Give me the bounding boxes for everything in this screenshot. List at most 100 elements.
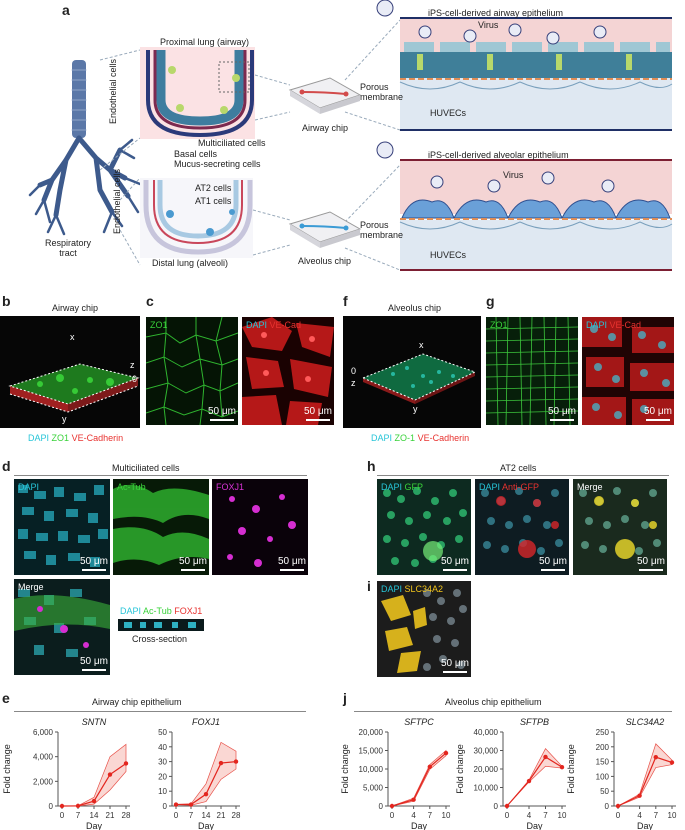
d-foxj1-image: FOXJ1 50 μm xyxy=(212,479,308,575)
g-scale-text-left: 50 μm xyxy=(548,406,576,417)
x-tick-label-4-1: 4 xyxy=(637,811,642,820)
airway-chip-3d-title: Airway chip xyxy=(52,303,99,313)
e-title-rule xyxy=(14,711,306,712)
x-tick-label-3-2: 7 xyxy=(543,811,548,820)
b-legend: DAPI ZO1 VE-Cadherin xyxy=(28,433,123,443)
d-legend-dapi: DAPI xyxy=(120,606,142,616)
c-scalebar-right xyxy=(306,419,330,421)
x-tick-label-0-0: 0 xyxy=(60,811,65,820)
panel-label-d: d xyxy=(2,458,11,474)
series-line-2 xyxy=(391,752,447,807)
x-tick-label-3-3: 10 xyxy=(558,811,567,820)
j-title-rule xyxy=(354,711,672,712)
g-scalebar-right xyxy=(646,419,670,421)
h-scale-text-2: 50 μm xyxy=(539,556,567,567)
panel-label-e: e xyxy=(2,690,10,706)
data-point-1-2 xyxy=(203,791,209,797)
f-axis-z: z xyxy=(351,378,356,388)
b-axis-origin: 0 xyxy=(132,374,138,384)
panel-label-g: g xyxy=(486,293,495,309)
data-point-2-1 xyxy=(411,797,416,802)
y-axis-label-2: Fold change xyxy=(340,744,350,794)
c-vecad-text: VE-Cad xyxy=(269,320,302,330)
d-scalebar-2 xyxy=(181,569,205,571)
panel-label-a: a xyxy=(62,2,70,18)
data-point-0-3 xyxy=(107,772,113,777)
f-legend: DAPI ZO-1 VE-Cadherin xyxy=(371,433,469,443)
y-tick-label-3-3: 30,000 xyxy=(474,747,499,756)
y-tick-label-4-3: 150 xyxy=(596,758,610,767)
d-legend-foxj1: FOXJ1 xyxy=(174,606,203,616)
panel-label-c: c xyxy=(146,293,154,309)
chart-title-4: SLC34A2 xyxy=(626,717,665,727)
d-scale-text-1: 50 μm xyxy=(80,556,108,567)
h-scalebar-2 xyxy=(541,569,565,571)
panel-label-j: j xyxy=(343,690,347,706)
x-axis-label-0: Day xyxy=(86,821,103,830)
error-band-0 xyxy=(61,743,127,807)
data-point-3-2 xyxy=(543,754,548,760)
data-point-4-0 xyxy=(615,803,621,809)
f-legend-dapi: DAPI xyxy=(371,433,393,443)
data-point-2-3 xyxy=(443,750,449,756)
data-point-3-0 xyxy=(504,803,510,809)
y-tick-label-2-1: 5,000 xyxy=(363,784,384,793)
d-legend-actub: Ac-Tub xyxy=(143,606,172,616)
huvecs-label-bottom: HUVECs xyxy=(430,250,467,260)
virus-icons xyxy=(418,23,607,45)
data-point-1-1 xyxy=(188,802,194,807)
y-tick-label-1-5: 50 xyxy=(158,728,167,737)
f-axis-y: y xyxy=(413,404,418,414)
data-point-4-2 xyxy=(653,754,658,760)
h-dapi-text-1: DAPI xyxy=(381,482,403,492)
d-cross-section-legend: DAPI Ac-Tub FOXJ1 xyxy=(120,606,202,616)
data-point-1-3 xyxy=(218,760,224,766)
y-tick-label-1-2: 20 xyxy=(158,772,167,781)
chart-title-0: SNTN xyxy=(82,717,107,727)
alveolus-chip-illustration xyxy=(288,211,362,248)
data-point-3-1 xyxy=(526,778,532,784)
d-title-rule xyxy=(14,475,307,476)
y-tick-label-1-3: 30 xyxy=(158,758,167,767)
h-scale-text-3: 50 μm xyxy=(637,556,665,567)
error-band-4 xyxy=(617,743,673,807)
y-tick-label-1-0: 0 xyxy=(163,802,168,811)
h-scale-text-1: 50 μm xyxy=(441,556,469,567)
panel-label-b: b xyxy=(2,293,11,309)
b-legend-dapi: DAPI xyxy=(28,433,50,443)
mucus-label: Mucus-secreting cells xyxy=(174,159,261,169)
airway-chip-illustration xyxy=(288,77,362,114)
alveolus-chip-label: Alveolus chip xyxy=(298,256,352,266)
c-vecad-image: DAPI VE-Cad 50 μm xyxy=(242,317,334,425)
x-tick-label-4-0: 0 xyxy=(616,811,621,820)
y-tick-label-2-2: 10,000 xyxy=(359,765,384,774)
y-axis-label-0: Fold change xyxy=(2,744,12,794)
d-scale-text-4: 50 μm xyxy=(80,656,108,667)
x-tick-label-4-3: 10 xyxy=(668,811,677,820)
distal-lung-illustration xyxy=(140,178,253,258)
d-merge-image: Merge 50 μm xyxy=(14,579,110,675)
h-gfp-image: DAPI GFP 50 μm xyxy=(377,479,471,575)
d-dapi-label: DAPI xyxy=(18,482,40,492)
y-tick-label-0-0: 0 xyxy=(49,802,54,811)
g-vecad-text: VE-Cad xyxy=(609,320,642,330)
x-tick-label-0-4: 28 xyxy=(122,811,131,820)
alveolar-epithelium-label: iPS-cell-derived alveolar epithelium xyxy=(428,150,569,160)
g-zo1-image: ZO1 50 μm xyxy=(486,317,578,425)
huvecs-label-top: HUVECs xyxy=(430,108,467,118)
endothelial-label-top: Endothelial cells xyxy=(108,58,118,124)
x-axis-label-1: Day xyxy=(198,821,215,830)
alveolus-chip-3d-image: x y 0 z xyxy=(343,316,481,428)
distal-lung-label: Distal lung (alveoli) xyxy=(152,258,229,268)
series-line-4 xyxy=(617,756,673,807)
y-tick-label-4-5: 250 xyxy=(596,728,610,737)
f-axis-origin: 0 xyxy=(351,366,357,376)
x-tick-label-2-3: 10 xyxy=(442,811,451,820)
data-point-2-0 xyxy=(389,803,395,809)
y-axis-label-3: Fold change xyxy=(455,744,465,794)
basal-label: Basal cells xyxy=(174,149,218,159)
x-axis-label-2: Day xyxy=(411,821,428,830)
d-actub-image: Ac-Tub 50 μm xyxy=(113,479,209,575)
c-vecad-label: DAPI VE-Cad xyxy=(246,320,301,330)
y-tick-label-4-1: 50 xyxy=(600,787,609,796)
